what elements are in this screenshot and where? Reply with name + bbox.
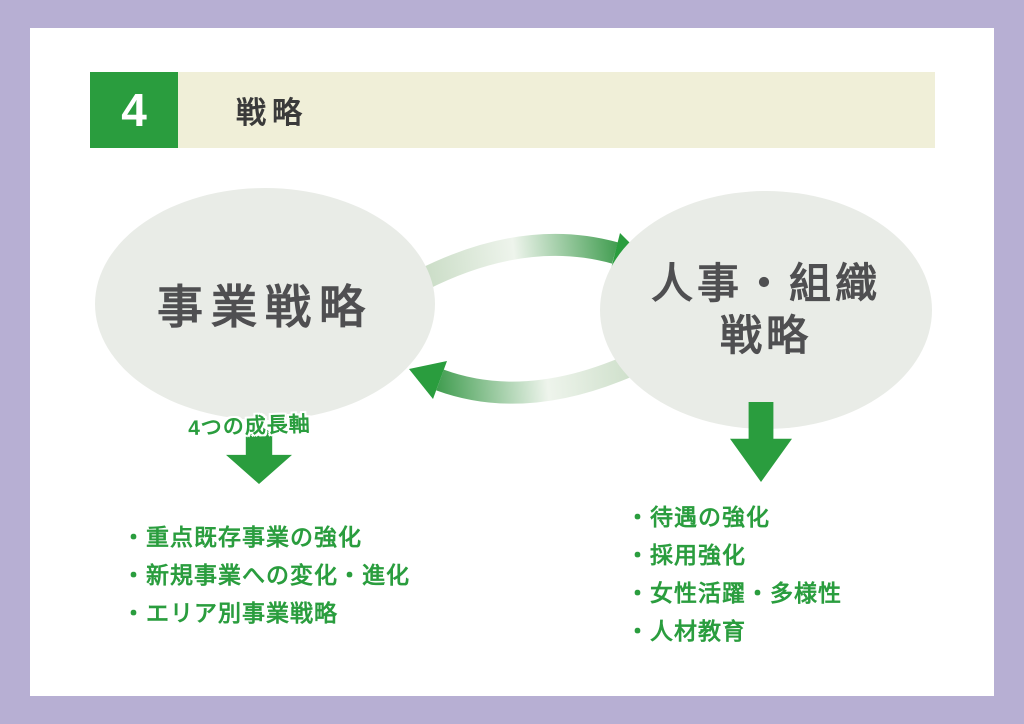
business-strategy-ellipse: 事業戦略	[95, 188, 435, 420]
business-strategy-bullets: ・重点既存事業の強化 ・新規事業への変化・進化 ・エリア別事業戦略	[122, 522, 410, 636]
list-item: ・待遇の強化	[626, 504, 770, 530]
arrow-left-curve-icon	[436, 350, 647, 404]
list-item: ・新規事業への変化・進化	[122, 562, 410, 588]
hr-org-strategy-label-line1: 人事・組織	[650, 259, 881, 307]
list-item: ・エリア別事業戦略	[122, 600, 338, 626]
list-item: ・女性活躍・多様性	[626, 580, 842, 606]
section-number-box: 4	[90, 72, 178, 148]
hr-org-strategy-ellipse: 人事・組織 戦略	[600, 191, 932, 429]
arrow-left-head-icon	[409, 361, 447, 399]
arrow-right-curve-icon	[417, 233, 618, 290]
slide-page: 4 戦略	[30, 28, 994, 696]
section-number: 4	[121, 84, 147, 136]
section-header: 4 戦略	[90, 72, 935, 148]
list-item: ・重点既存事業の強化	[122, 524, 362, 550]
hr-org-strategy-label-line2: 戦略	[719, 312, 812, 359]
page-title: 戦略	[236, 97, 308, 130]
hr-org-strategy-bullets: ・待遇の強化 ・採用強化 ・女性活躍・多様性 ・人材教育	[626, 502, 842, 654]
growth-axes-label: 4つの成長軸	[187, 412, 312, 441]
list-item: ・採用強化	[626, 542, 746, 568]
business-strategy-label: 事業戦略	[157, 281, 373, 333]
section-title-bar: 戦略	[178, 72, 935, 148]
list-item: ・人材教育	[626, 618, 746, 644]
